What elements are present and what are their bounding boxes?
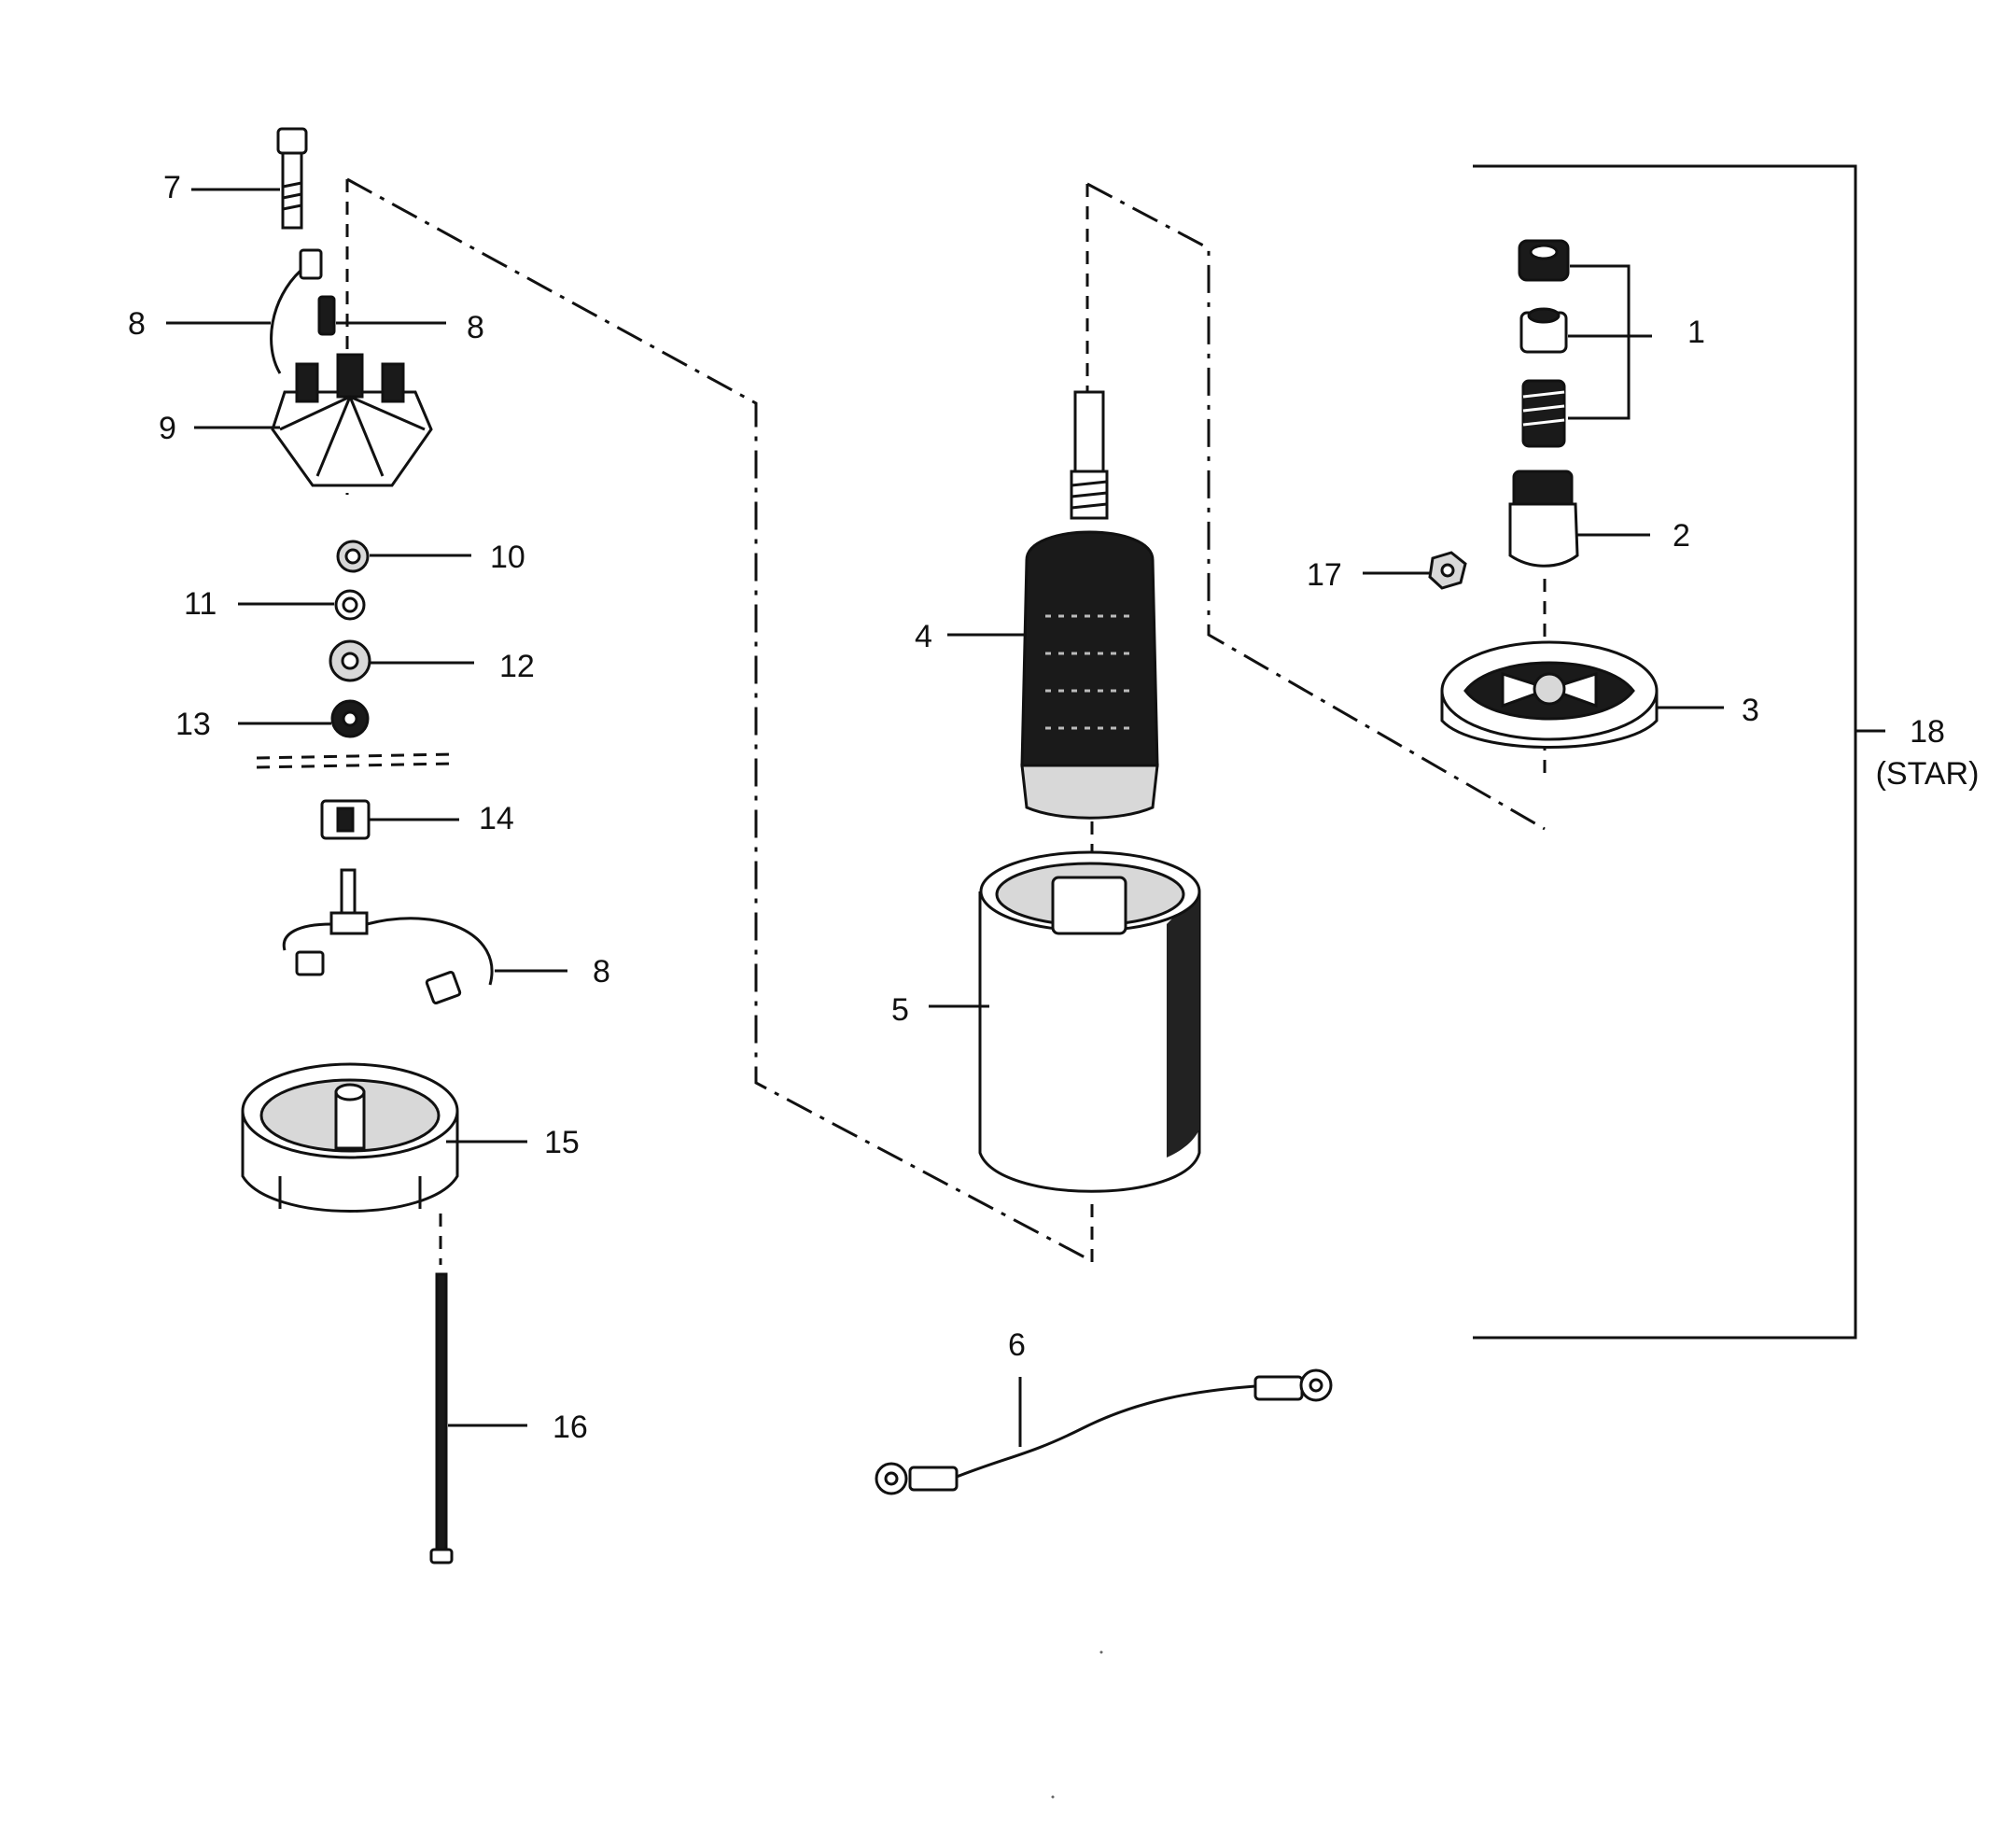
callout-5: 5 — [891, 992, 909, 1028]
nut-part-1-top — [1518, 239, 1570, 282]
callout-7: 7 — [163, 170, 181, 205]
callout-15: 15 — [544, 1125, 580, 1160]
washer-part-11 — [334, 589, 366, 621]
pinion-part-2 — [1508, 470, 1579, 568]
callout-13: 13 — [175, 707, 211, 742]
end-cap-part-15 — [241, 1062, 459, 1213]
washer-part-13 — [330, 699, 370, 738]
collar-part-1 — [1519, 307, 1568, 354]
callout-10: 10 — [490, 540, 525, 575]
armature-part-4 — [1020, 390, 1159, 820]
callout-3: 3 — [1742, 693, 1759, 728]
brush-holder-part-9 — [271, 353, 433, 487]
callout-2: 2 — [1673, 518, 1690, 554]
callout-8-lower: 8 — [593, 954, 610, 989]
callout-6: 6 — [1008, 1327, 1026, 1363]
bolt-part-7 — [276, 127, 308, 230]
callout-4: 4 — [915, 619, 932, 654]
callout-8-upper-right: 8 — [467, 310, 484, 345]
brush-lead-part-8-lower — [282, 868, 494, 1005]
drive-end-plate-part-3 — [1440, 640, 1659, 749]
brush-part-8-upper — [270, 248, 336, 374]
callout-8-upper-left: 8 — [128, 306, 146, 342]
group-label-star: (STAR) — [1876, 756, 1980, 792]
cable-part-6 — [875, 1368, 1333, 1495]
spring-part-1 — [1521, 379, 1566, 448]
callout-12: 12 — [499, 649, 535, 684]
callout-16: 16 — [553, 1410, 588, 1445]
frame-part-5 — [978, 850, 1201, 1193]
scan-specks — [1051, 1650, 1103, 1799]
through-bolt-part-16 — [429, 1272, 454, 1564]
callout-9: 9 — [159, 411, 176, 446]
callout-1: 1 — [1687, 315, 1705, 350]
callout-labels: 7 8 8 9 10 11 12 13 14 8 15 16 4 5 6 1 2… — [128, 170, 1979, 1445]
callout-18: 18 — [1910, 714, 1945, 750]
nut-part-10 — [336, 540, 370, 573]
washer-part-12 — [329, 639, 371, 682]
leader-lines — [166, 164, 1885, 1447]
callout-14: 14 — [479, 801, 514, 836]
callout-17: 17 — [1307, 557, 1342, 593]
nut-part-17 — [1428, 551, 1467, 590]
callout-11: 11 — [184, 586, 217, 622]
insulator-part-14 — [320, 799, 371, 840]
